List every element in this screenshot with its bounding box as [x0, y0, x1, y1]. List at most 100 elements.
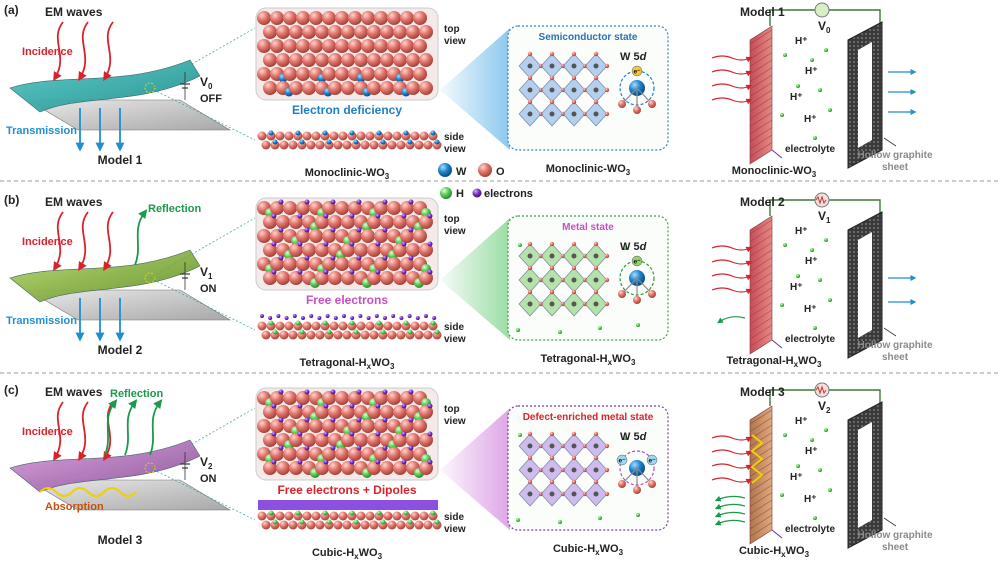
device-incidence-arrow [711, 435, 753, 443]
oxygen-atom [423, 520, 433, 530]
oxygen-atom [309, 229, 323, 243]
voltmeter-icon [814, 2, 830, 18]
electrode-stripe [749, 44, 773, 60]
electrode-stripe [749, 127, 773, 142]
crystal-structure-box [507, 215, 669, 341]
oxygen-atom [413, 419, 427, 433]
dopant-atom [376, 320, 382, 326]
dopant-atom [295, 130, 301, 136]
oxygen-atom [342, 520, 352, 530]
oxygen-atom [604, 301, 610, 307]
dopant-atom [268, 510, 274, 516]
voltage-label: V2 [200, 455, 213, 471]
focus-marker [144, 272, 156, 284]
proton-dot [828, 298, 832, 302]
oxygen-atom [648, 480, 656, 488]
electron [317, 316, 322, 320]
electron [382, 417, 388, 423]
oxygen-atom [328, 53, 342, 67]
oxygen-atom [296, 419, 310, 433]
device-caption-sub: 3 [812, 170, 817, 179]
electrode-stripe [749, 324, 773, 340]
voltage-symbol: V [200, 265, 208, 279]
model-label: Model 3 [98, 533, 143, 547]
voltage-label: V1 [200, 265, 213, 281]
electron [330, 417, 336, 423]
electrode-stripe [749, 499, 773, 515]
oxygen-atom [257, 321, 267, 331]
proton-dot [818, 468, 822, 472]
dopant-atom [380, 519, 386, 525]
device-caption-main: Tetragonal-H [727, 355, 794, 367]
oxygen-atom [279, 140, 289, 150]
hydrogen-atom [558, 330, 562, 334]
oxygen-atom [396, 140, 406, 150]
electron [382, 255, 388, 261]
incidence-arrow [78, 401, 89, 462]
electrode-stripe [749, 104, 773, 120]
hydrogen-atom [623, 436, 627, 440]
electron [323, 459, 329, 465]
structure-caption-tail: WO [612, 353, 631, 365]
oxygen-atom [306, 520, 316, 530]
tungsten-center [549, 253, 555, 259]
device-voltage-subscript: 2 [826, 406, 831, 415]
graphite-label: Hollow graphite [858, 340, 933, 351]
electron [278, 199, 284, 205]
electrode-stripe [749, 119, 773, 135]
oxygen-atom [257, 11, 271, 25]
oxygen-atom [296, 257, 310, 271]
tungsten-center [549, 63, 555, 69]
lattice-caption-sub: x [367, 362, 372, 371]
tungsten-center [527, 277, 533, 283]
reflection-label: Reflection [148, 203, 201, 215]
oxygen-atom [369, 140, 379, 150]
tungsten-center [571, 467, 577, 473]
oxygen-atom [413, 67, 427, 81]
electron [408, 199, 414, 205]
oxygen-atom [270, 201, 284, 215]
lattice-caption-sub: 3 [385, 172, 390, 181]
proton-dot [828, 488, 832, 492]
oxygen-atom [414, 140, 424, 150]
proton-dot [810, 438, 814, 442]
oxygen-atom [335, 257, 349, 271]
oxygen-atom [315, 271, 329, 285]
electron [356, 445, 362, 451]
electron [408, 389, 414, 395]
oxygen-atom [311, 321, 321, 331]
oxygen-atom [302, 321, 312, 331]
oxygen-atom [593, 479, 599, 485]
structure-caption-tail: WO [600, 543, 619, 555]
oxygen-atom [367, 271, 381, 285]
oxygen-atom [571, 241, 577, 247]
electron [401, 431, 407, 437]
graphite-label: Hollow graphite [858, 150, 933, 161]
oxygen-atom [380, 461, 394, 475]
electron [383, 316, 387, 320]
voltage-symbol: V [200, 75, 208, 89]
oxygen-atom [365, 511, 375, 521]
electron [350, 316, 355, 320]
oxygen-atom [527, 241, 533, 247]
absorption-label: Absorption [45, 501, 104, 513]
absorption-wave [39, 487, 137, 497]
oxygen-atom [604, 63, 610, 69]
structure-caption-tail-sub: 3 [619, 548, 624, 557]
electron [349, 403, 355, 409]
electrode-stripe [749, 272, 773, 287]
electron [349, 431, 355, 437]
device-model-label: Model 3 [740, 385, 785, 399]
dopant-atom [349, 320, 355, 326]
oxygen-atom [302, 243, 316, 257]
oxygen-atom [549, 431, 555, 437]
hydrogen-atom [623, 246, 627, 250]
oxygen-atom [338, 511, 348, 521]
dopant-atom [353, 329, 359, 335]
oxygen-atom [322, 39, 336, 53]
panel-tag: (a) [4, 3, 19, 17]
tungsten-center [571, 87, 577, 93]
electron [278, 445, 284, 451]
oxygen-atom [419, 81, 433, 95]
proton-label: H⁺ [790, 282, 803, 293]
